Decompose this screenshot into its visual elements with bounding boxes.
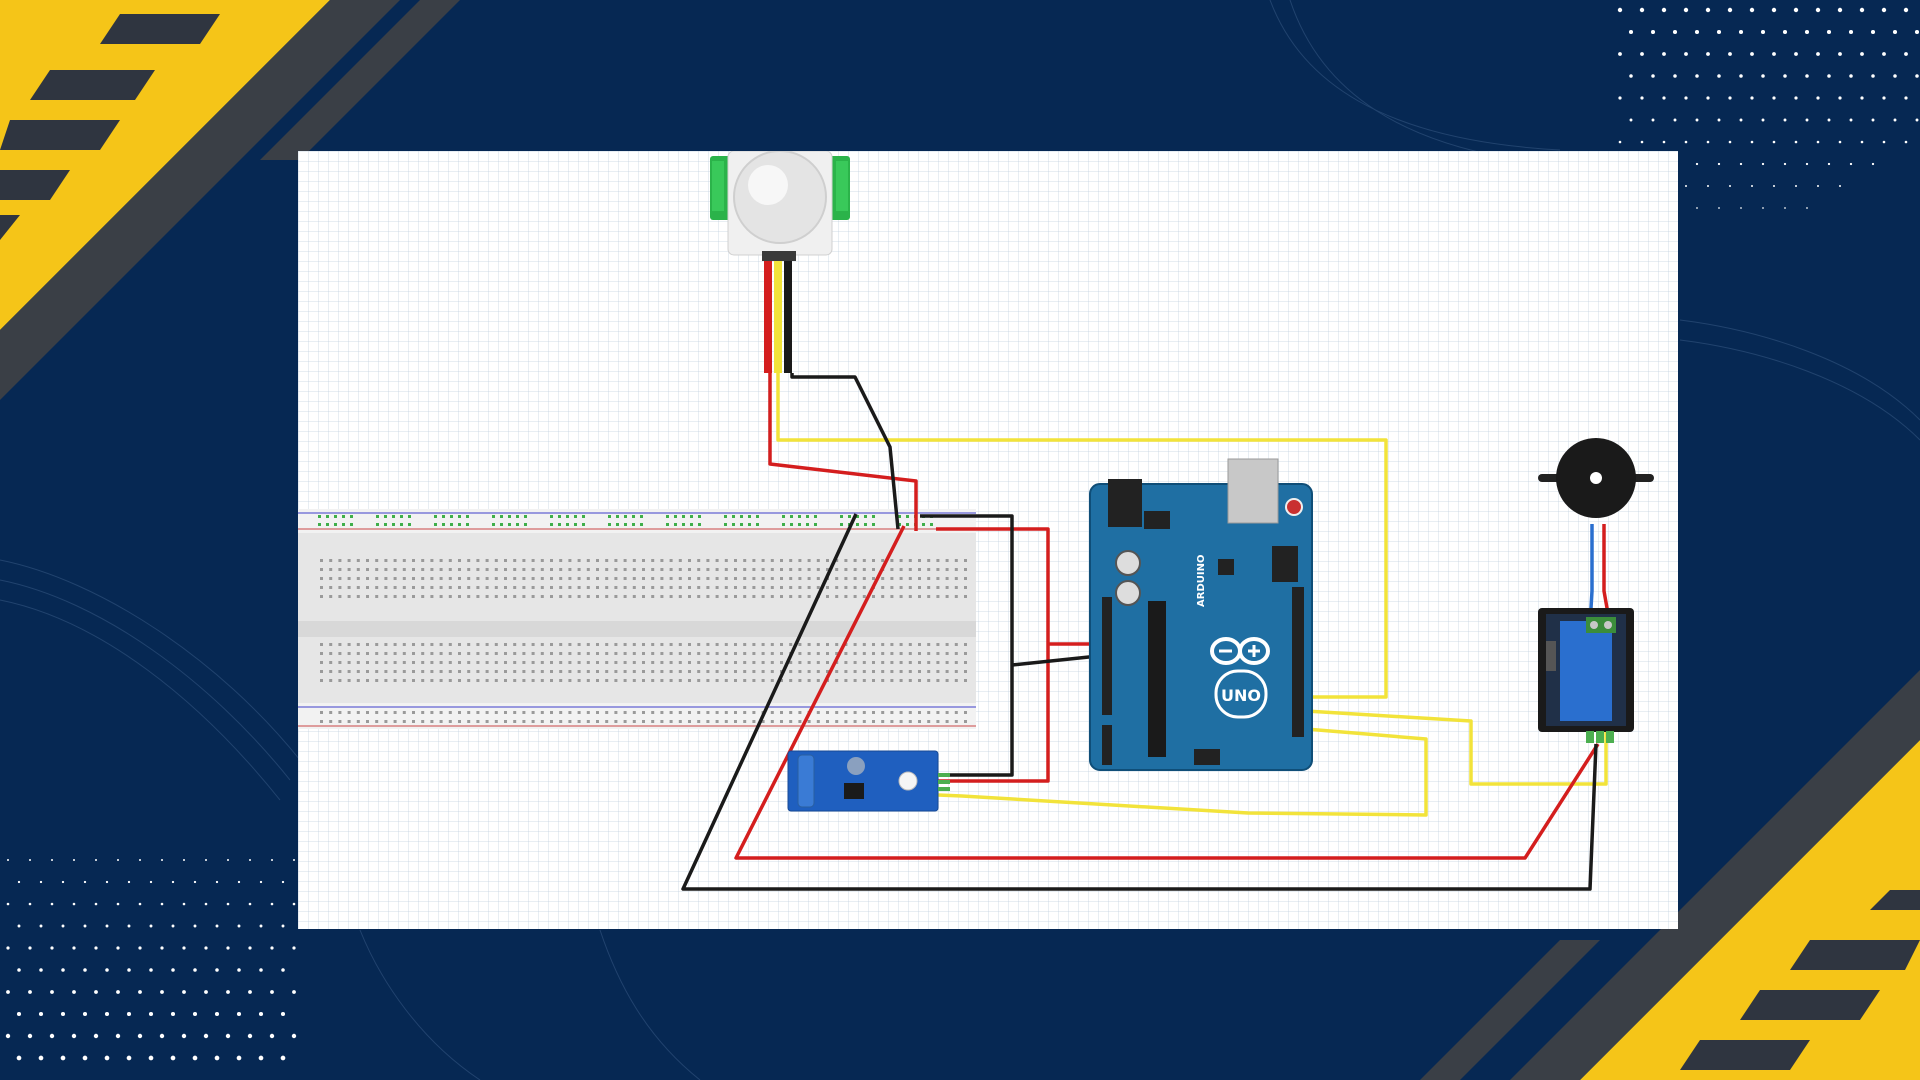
accent-stripe-dark-top-left bbox=[0, 0, 400, 400]
wire-black-pir-gnd bbox=[790, 373, 900, 530]
breadboard bbox=[298, 509, 976, 729]
wire-red-relay-vcc bbox=[734, 525, 1600, 860]
dot-pattern-top-right bbox=[1617, 7, 1920, 209]
wire-black-gnd bbox=[920, 514, 1014, 777]
breadboard-holes bbox=[320, 559, 967, 723]
wire-black-relay-gnd bbox=[681, 513, 1598, 891]
circuit-diagram-panel: UNO ARDUINO bbox=[298, 151, 1678, 929]
relay-module-icon bbox=[1538, 608, 1634, 743]
sound-sensor-module-icon bbox=[787, 750, 950, 812]
buzzer-icon bbox=[1538, 438, 1654, 518]
wire-yellow-relay-signal bbox=[1305, 709, 1608, 786]
circuit-diagram: UNO ARDUINO bbox=[298, 151, 1654, 891]
arduino-uno-label: UNO bbox=[1221, 686, 1261, 705]
arduino-brand-label: ARDUINO bbox=[1196, 555, 1207, 607]
wire-red-pir-vcc bbox=[768, 373, 918, 531]
wires bbox=[681, 373, 1612, 891]
accent-stripe-dark-bottom-right bbox=[1510, 670, 1920, 1080]
arduino-uno-icon: UNO ARDUINO bbox=[1089, 458, 1313, 771]
dot-pattern-bottom-left bbox=[5, 859, 297, 1061]
breadboard-power-rail bbox=[318, 515, 933, 526]
wire-yellow-sound-signal bbox=[937, 727, 1428, 817]
arduino-logo: UNO ARDUINO bbox=[1196, 555, 1270, 719]
wire-yellow-pir-signal bbox=[776, 373, 1388, 699]
pir-motion-sensor-icon bbox=[710, 151, 850, 373]
